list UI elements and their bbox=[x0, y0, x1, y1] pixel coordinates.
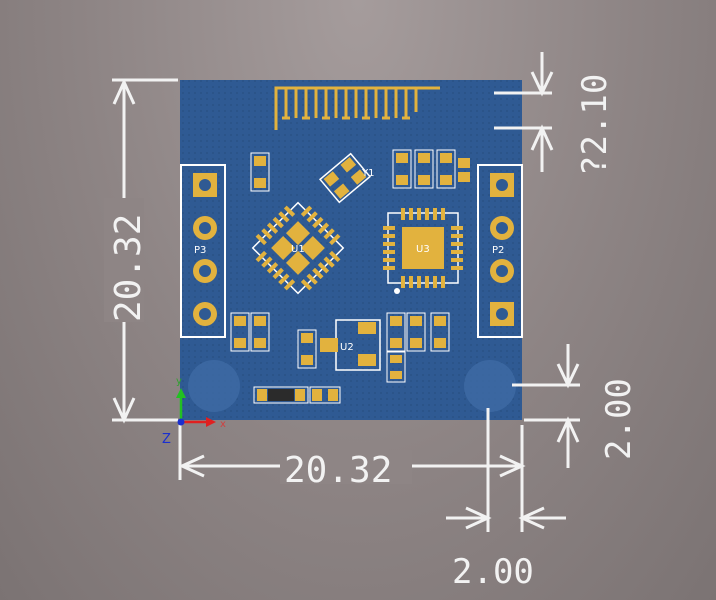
mounting-hole-right bbox=[464, 360, 516, 412]
chip-u1-label: U1 bbox=[291, 244, 305, 255]
svg-text:y: y bbox=[176, 376, 182, 387]
chip-u3[interactable] bbox=[383, 208, 463, 294]
header-p3[interactable]: P3 bbox=[180, 164, 226, 338]
header-p3-label: P3 bbox=[194, 245, 206, 256]
xyz-axis-triad-icon: x y Z bbox=[162, 376, 226, 447]
svg-text:x: x bbox=[220, 419, 226, 430]
passive-components bbox=[230, 149, 470, 404]
dimension-top-right-value: ?2.10 bbox=[575, 74, 615, 176]
chip-u1[interactable] bbox=[244, 194, 351, 301]
dimension-right-small-value: 2.00 bbox=[599, 378, 639, 460]
header-p2-label: P2 bbox=[492, 245, 504, 256]
crystal-y1-label: Y1 bbox=[361, 168, 374, 179]
antenna-trace bbox=[274, 86, 440, 130]
axis-z-label: Z bbox=[162, 432, 171, 447]
dimension-bottom-value: 20.32 bbox=[284, 450, 392, 491]
crystal-y1[interactable] bbox=[318, 152, 372, 204]
chip-u3-label: U3 bbox=[416, 244, 430, 255]
mounting-hole-left bbox=[188, 360, 240, 412]
chip-u2-label: U2 bbox=[340, 342, 354, 353]
pcb-board[interactable] bbox=[180, 80, 522, 420]
chip-u2[interactable] bbox=[320, 319, 381, 371]
dimension-bottom-small-value: 2.00 bbox=[452, 552, 534, 592]
dimension-left-value: 20.32 bbox=[108, 214, 149, 322]
header-p2[interactable]: P2 bbox=[477, 164, 523, 338]
